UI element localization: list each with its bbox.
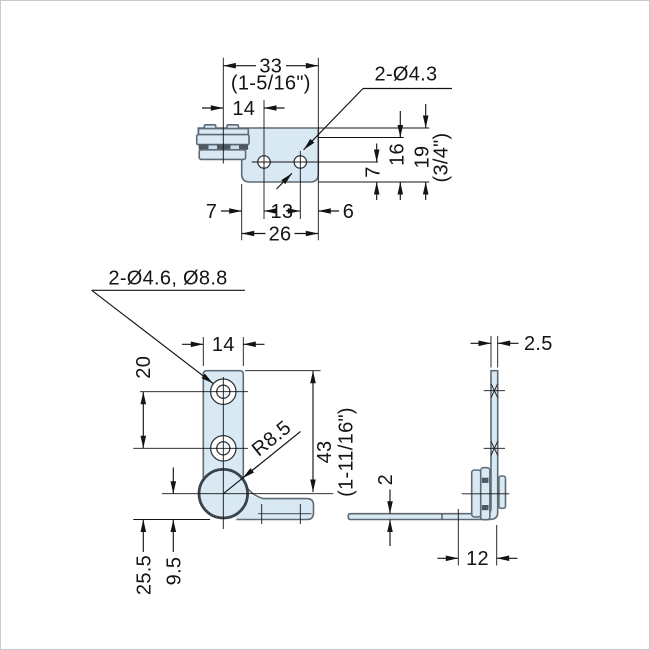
dim-top-depth-overall-inch: (3/4")	[431, 132, 453, 182]
top-view: 33 (1-5/16") 14 2-Ø4.3 7 16 19 (3/4") 7 …	[195, 56, 453, 245]
dim-side-foot-depth: 12	[466, 548, 489, 570]
dim-top-overall-width: 33	[259, 56, 282, 78]
dim-front-hole-pitch: 20	[133, 356, 155, 379]
dim-top-overall-width-inch: (1-5/16")	[231, 73, 311, 95]
dim-top-hole-spacing: 13	[270, 201, 293, 223]
side-view-hole-marks	[483, 383, 505, 456]
dim-front-height: 43	[314, 441, 336, 464]
dim-side-plate-thickness: 2.5	[524, 333, 553, 355]
dim-front-base-to-center: 9.5	[163, 557, 185, 586]
dim-front-plate-width: 14	[212, 334, 235, 356]
side-view-dimension-lines	[387, 340, 519, 562]
front-view-dimension-lines	[91, 289, 316, 552]
top-view-dimension-lines	[202, 62, 452, 237]
dim-top-edge-right: 6	[343, 201, 354, 223]
dim-top-plate-width: 26	[269, 223, 292, 245]
dim-top-hole-callout: 2-Ø4.3	[375, 64, 438, 86]
front-view-plate	[202, 369, 245, 480]
dim-top-hole-to-edge: 7	[363, 166, 385, 177]
side-view-extension-lines	[441, 336, 510, 566]
dim-top-depth-inner: 16	[386, 143, 408, 166]
front-view: 2-Ø4.6, Ø8.8 14 20 25.5 9.5 43 (1-11/16"…	[91, 268, 358, 595]
side-view: 2.5 2 12	[347, 333, 553, 570]
top-view-knuckle	[195, 124, 250, 161]
dim-front-hole-callout: 2-Ø4.6, Ø8.8	[108, 268, 227, 290]
dim-front-height-inch: (1-11/16")	[336, 407, 358, 497]
dim-side-leaf-thickness: 2	[375, 474, 397, 485]
dim-front-base-to-hole: 25.5	[133, 555, 155, 595]
dim-top-depth-overall: 19	[412, 146, 434, 169]
dim-top-edge-left: 7	[206, 201, 217, 223]
front-view-leaf-edge	[236, 486, 315, 521]
dim-top-pin-to-hole: 14	[232, 98, 255, 120]
